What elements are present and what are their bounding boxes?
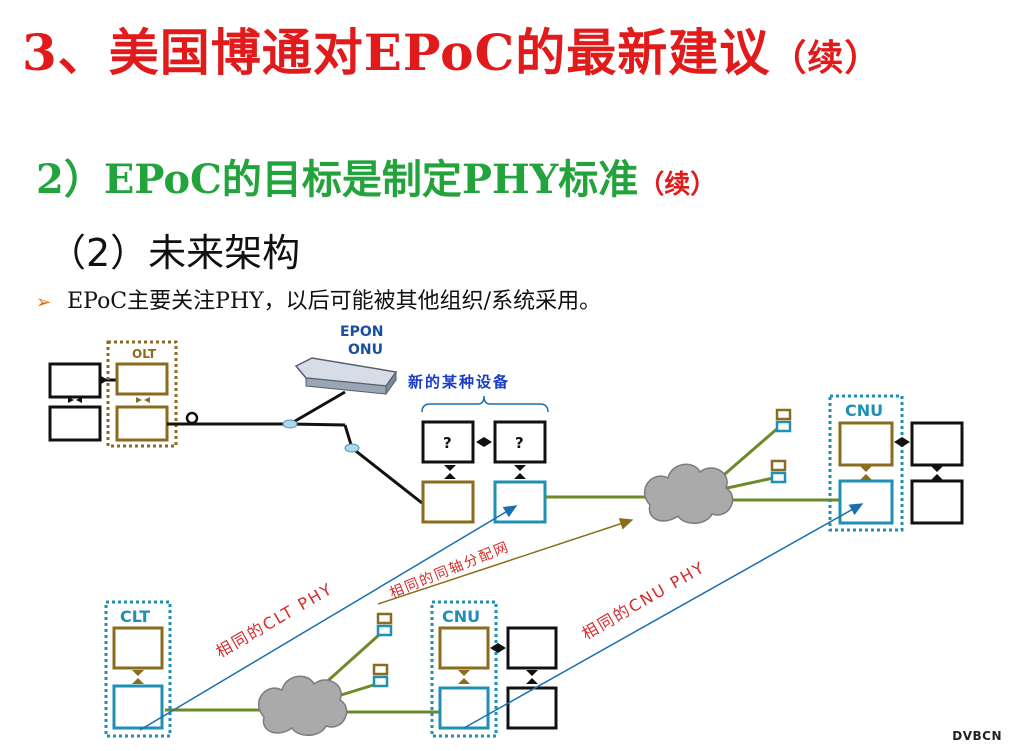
cnu-top-group: CNU [828, 394, 964, 532]
cnu-bottom-group: CNU [430, 600, 558, 738]
olt-box-2 [115, 405, 169, 442]
svg-text:?: ? [443, 434, 452, 452]
olt-border [106, 340, 178, 448]
olt-box-1 [115, 362, 169, 396]
new-device-label: 新的某种设备 [408, 373, 510, 391]
head-box-2 [48, 405, 102, 442]
bullet-item: ➢EPoC主要关注PHY，以后可能被其他组织/系统采用。 [36, 289, 602, 314]
cnu-bottom-black-box-1 [506, 626, 558, 670]
teal-box-mid [493, 480, 547, 524]
section-subtitle: 2）EPoC的目标是制定PHY标准（续） [36, 156, 717, 203]
epon-onu-device: EPON ONU [294, 324, 398, 396]
svg-text:?: ? [515, 434, 524, 452]
cnu-top-black-box-2 [910, 479, 964, 525]
fiber-coil-icon [185, 411, 199, 425]
clt-group: CLT [104, 600, 172, 738]
modem-icon [775, 408, 792, 433]
cnu-top-black-box-1 [910, 421, 964, 467]
modem-icon [376, 612, 393, 637]
coax-links [165, 426, 840, 714]
fiber-links [167, 390, 423, 505]
coax-cloud-bottom [258, 675, 348, 736]
onu-label: ONU [348, 342, 383, 358]
clt-brown-box [112, 626, 164, 670]
modem-icons [372, 408, 792, 688]
clt-label: CLT [120, 607, 150, 626]
cnu-top-teal-box [838, 479, 894, 525]
bullet-arrow-icon: ➢ [36, 292, 52, 313]
cnu-bottom-brown-box [438, 626, 490, 670]
page-title: 3、美国博通对EPoC的最新建议（续） [22, 23, 882, 82]
brown-box-mid [421, 480, 475, 524]
same-phy-links [139, 503, 864, 731]
cnu-top-brown-box [838, 421, 894, 467]
olt-group: OLT [48, 340, 178, 448]
question-box-2 [493, 420, 547, 464]
same-coax-label: 相同的同轴分配网 [388, 539, 513, 602]
same-cnu-phy-label: 相同的CNU PHY [579, 557, 709, 643]
modem-icon [770, 459, 787, 484]
head-box-1 [48, 362, 102, 399]
cnu-bottom-label: CNU [442, 607, 480, 626]
new-device-group: 新的某种设备 ? ? [408, 373, 549, 524]
clt-border [104, 600, 172, 738]
cnu-top-label: CNU [845, 401, 883, 420]
cnu-top-border [828, 394, 904, 532]
olt-label: OLT [132, 347, 157, 361]
section-heading: （2）未来架构 [48, 231, 301, 275]
splitter-icon [282, 419, 298, 429]
modem-icon [372, 663, 389, 688]
splitter-icon-2 [344, 443, 360, 453]
epon-label: EPON [340, 324, 383, 340]
watermark: DVBCN [952, 729, 1002, 743]
question-box-1 [421, 420, 475, 464]
cnu-bottom-black-box-2 [506, 686, 558, 730]
coax-cloud-top [644, 463, 734, 524]
cnu-bottom-border [430, 600, 498, 738]
cnu-bottom-teal-box [438, 686, 490, 730]
